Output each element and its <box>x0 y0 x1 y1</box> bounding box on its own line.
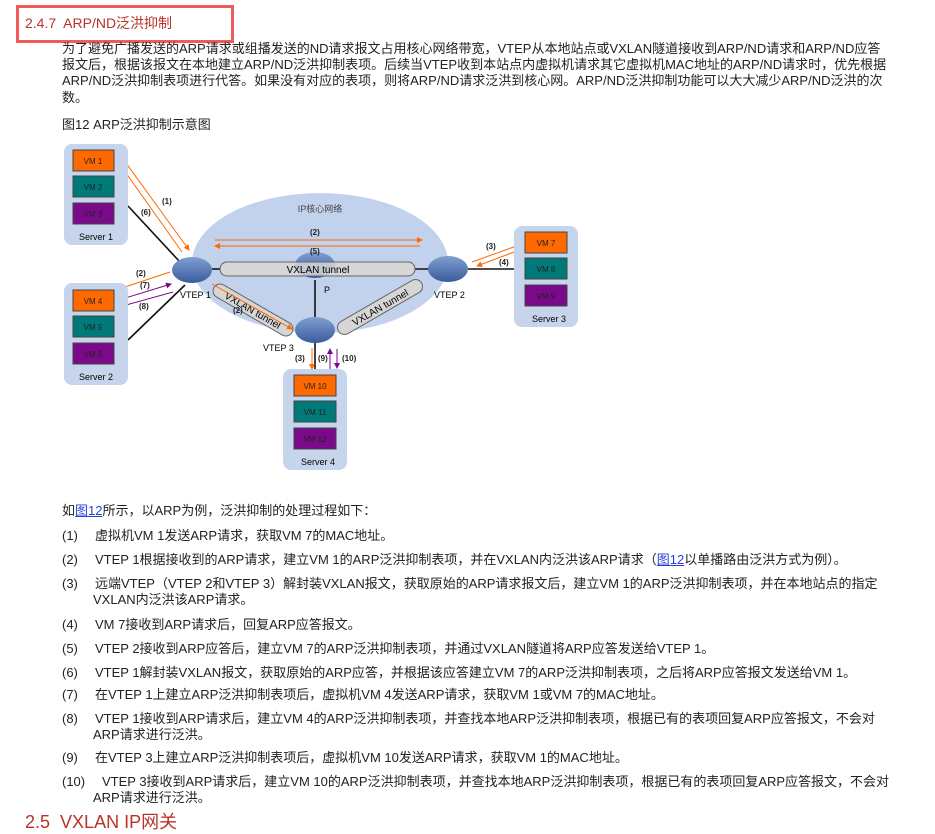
item-number: (1) <box>62 528 78 543</box>
item-number: (5) <box>62 641 78 656</box>
server-4: VM 10 VM 11 VM 12 Server 4 <box>283 369 347 470</box>
figure-caption: 图12 ARP泛洪抑制示意图 <box>62 117 211 132</box>
server-2: VM 4 VM 5 VM 6 Server 2 <box>64 283 128 385</box>
svg-text:VM 4: VM 4 <box>84 297 103 306</box>
figure-12-link[interactable]: 图12 <box>75 503 103 518</box>
svg-text:(6): (6) <box>141 208 151 217</box>
list-item: VTEP 1根据接收到的ARP请求，建立VM 1的ARP泛洪抑制表项，并在VXL… <box>95 552 847 567</box>
svg-text:(4): (4) <box>499 258 509 267</box>
svg-text:(3): (3) <box>295 354 305 363</box>
svg-text:VM 7: VM 7 <box>537 239 556 248</box>
svg-text:VTEP 1: VTEP 1 <box>180 290 211 300</box>
svg-text:VM 8: VM 8 <box>537 265 556 274</box>
list-item: VTEP 3接收到ARP请求后，建立VM 10的ARP泛洪抑制表项，并查找本地A… <box>102 774 890 789</box>
svg-text:Server 2: Server 2 <box>79 372 113 382</box>
svg-text:P: P <box>324 285 330 295</box>
next-section-heading: 2.5 VXLAN IP网关 <box>25 812 178 832</box>
svg-text:Server 3: Server 3 <box>532 314 566 324</box>
step-labels: (1) (6) (2) (5) (2) (7) (8) (2) (3) (4) … <box>136 197 509 363</box>
svg-text:VM 1: VM 1 <box>84 157 103 166</box>
svg-text:VM 2: VM 2 <box>84 183 103 192</box>
item-number: (10) <box>62 774 86 789</box>
svg-text:(1): (1) <box>162 197 172 206</box>
svg-text:VM 9: VM 9 <box>537 292 556 301</box>
vtep3-router-icon <box>295 317 335 343</box>
vtep1-router-icon <box>172 257 212 283</box>
section-heading: 2.4.7 ARP/ND泛洪抑制 <box>25 15 173 31</box>
list-item-continued: VXLAN内泛洪该ARP请求。 <box>93 592 254 607</box>
intro-line: 为了避免广播发送的ARP请求或组播发送的ND请求报文占用核心网络带宽，VTEP从… <box>62 41 881 56</box>
svg-text:VM 3: VM 3 <box>84 210 103 219</box>
svg-text:VXLAN tunnel: VXLAN tunnel <box>287 265 350 276</box>
item-number: (7) <box>62 687 78 702</box>
figure-12-link[interactable]: 图12 <box>656 552 685 567</box>
list-item: VTEP 1接收到ARP请求后，建立VM 4的ARP泛洪抑制表项，并查找本地AR… <box>95 711 875 726</box>
item-number: (3) <box>62 576 78 591</box>
server-3: VM 7 VM 8 VM 9 Server 3 <box>514 226 578 327</box>
list-item: 在VTEP 1上建立ARP泛洪抑制表项后，虚拟机VM 4发送ARP请求，获取VM… <box>95 687 664 702</box>
svg-text:Server 4: Server 4 <box>301 457 335 467</box>
server-1: VM 1 VM 2 VM 3 Server 1 <box>64 144 128 245</box>
list-item: VM 7接收到ARP请求后，回复ARP应答报文。 <box>95 617 361 632</box>
list-item-continued: ARP请求进行泛洪。 <box>93 790 211 805</box>
svg-text:(8): (8) <box>139 302 149 311</box>
lead-text: 如图12所示，以ARP为例，泛洪抑制的处理过程如下： <box>62 503 377 518</box>
svg-text:Server 1: Server 1 <box>79 232 113 242</box>
svg-text:(3): (3) <box>486 242 496 251</box>
svg-text:(10): (10) <box>342 354 357 363</box>
list-item-continued: ARP请求进行泛洪。 <box>93 727 211 742</box>
item-number: (4) <box>62 617 78 632</box>
svg-text:(9): (9) <box>318 354 328 363</box>
intro-line: 数。 <box>62 90 89 105</box>
svg-text:(2): (2) <box>233 306 243 315</box>
svg-text:VM 10: VM 10 <box>303 382 327 391</box>
list-item: VTEP 1解封装VXLAN报文，获取原始的ARP应答，并根据该应答建立VM 7… <box>95 665 857 680</box>
core-label: IP核心网络 <box>298 203 343 214</box>
vtep2-router-icon <box>428 256 468 282</box>
list-item: 在VTEP 3上建立ARP泛洪抑制表项后，虚拟机VM 10发送ARP请求，获取V… <box>95 750 628 765</box>
intro-line: ARP/ND泛洪抑制表项进行代答。如果没有对应的表项，则将ARP/ND请求泛洪到… <box>62 73 883 88</box>
svg-text:(2): (2) <box>136 269 146 278</box>
svg-text:VM 12: VM 12 <box>303 435 327 444</box>
svg-text:VM 5: VM 5 <box>84 323 103 332</box>
item-number: (9) <box>62 750 78 765</box>
intro-line: 报文后，根据该报文在本地建立ARP/ND泛洪抑制表项。后续当VTEP收到本站点内… <box>62 57 887 72</box>
svg-text:VTEP 3: VTEP 3 <box>263 343 294 353</box>
list-item: 远端VTEP（VTEP 2和VTEP 3）解封装VXLAN报文，获取原始的ARP… <box>95 576 878 591</box>
item-number: (2) <box>62 552 78 567</box>
svg-text:(2): (2) <box>310 228 320 237</box>
svg-text:(5): (5) <box>310 247 320 256</box>
item-number: (6) <box>62 665 78 680</box>
svg-text:VM 6: VM 6 <box>84 350 103 359</box>
item-number: (8) <box>62 711 78 726</box>
list-item: 虚拟机VM 1发送ARP请求，获取VM 7的MAC地址。 <box>95 528 394 543</box>
svg-text:(7): (7) <box>140 281 150 290</box>
svg-text:VTEP 2: VTEP 2 <box>434 290 465 300</box>
links <box>127 205 514 369</box>
list-item: VTEP 2接收到ARP应答后，建立VM 7的ARP泛洪抑制表项，并通过VXLA… <box>95 641 715 656</box>
highlight-box <box>16 5 234 43</box>
svg-text:VM 11: VM 11 <box>304 408 327 417</box>
